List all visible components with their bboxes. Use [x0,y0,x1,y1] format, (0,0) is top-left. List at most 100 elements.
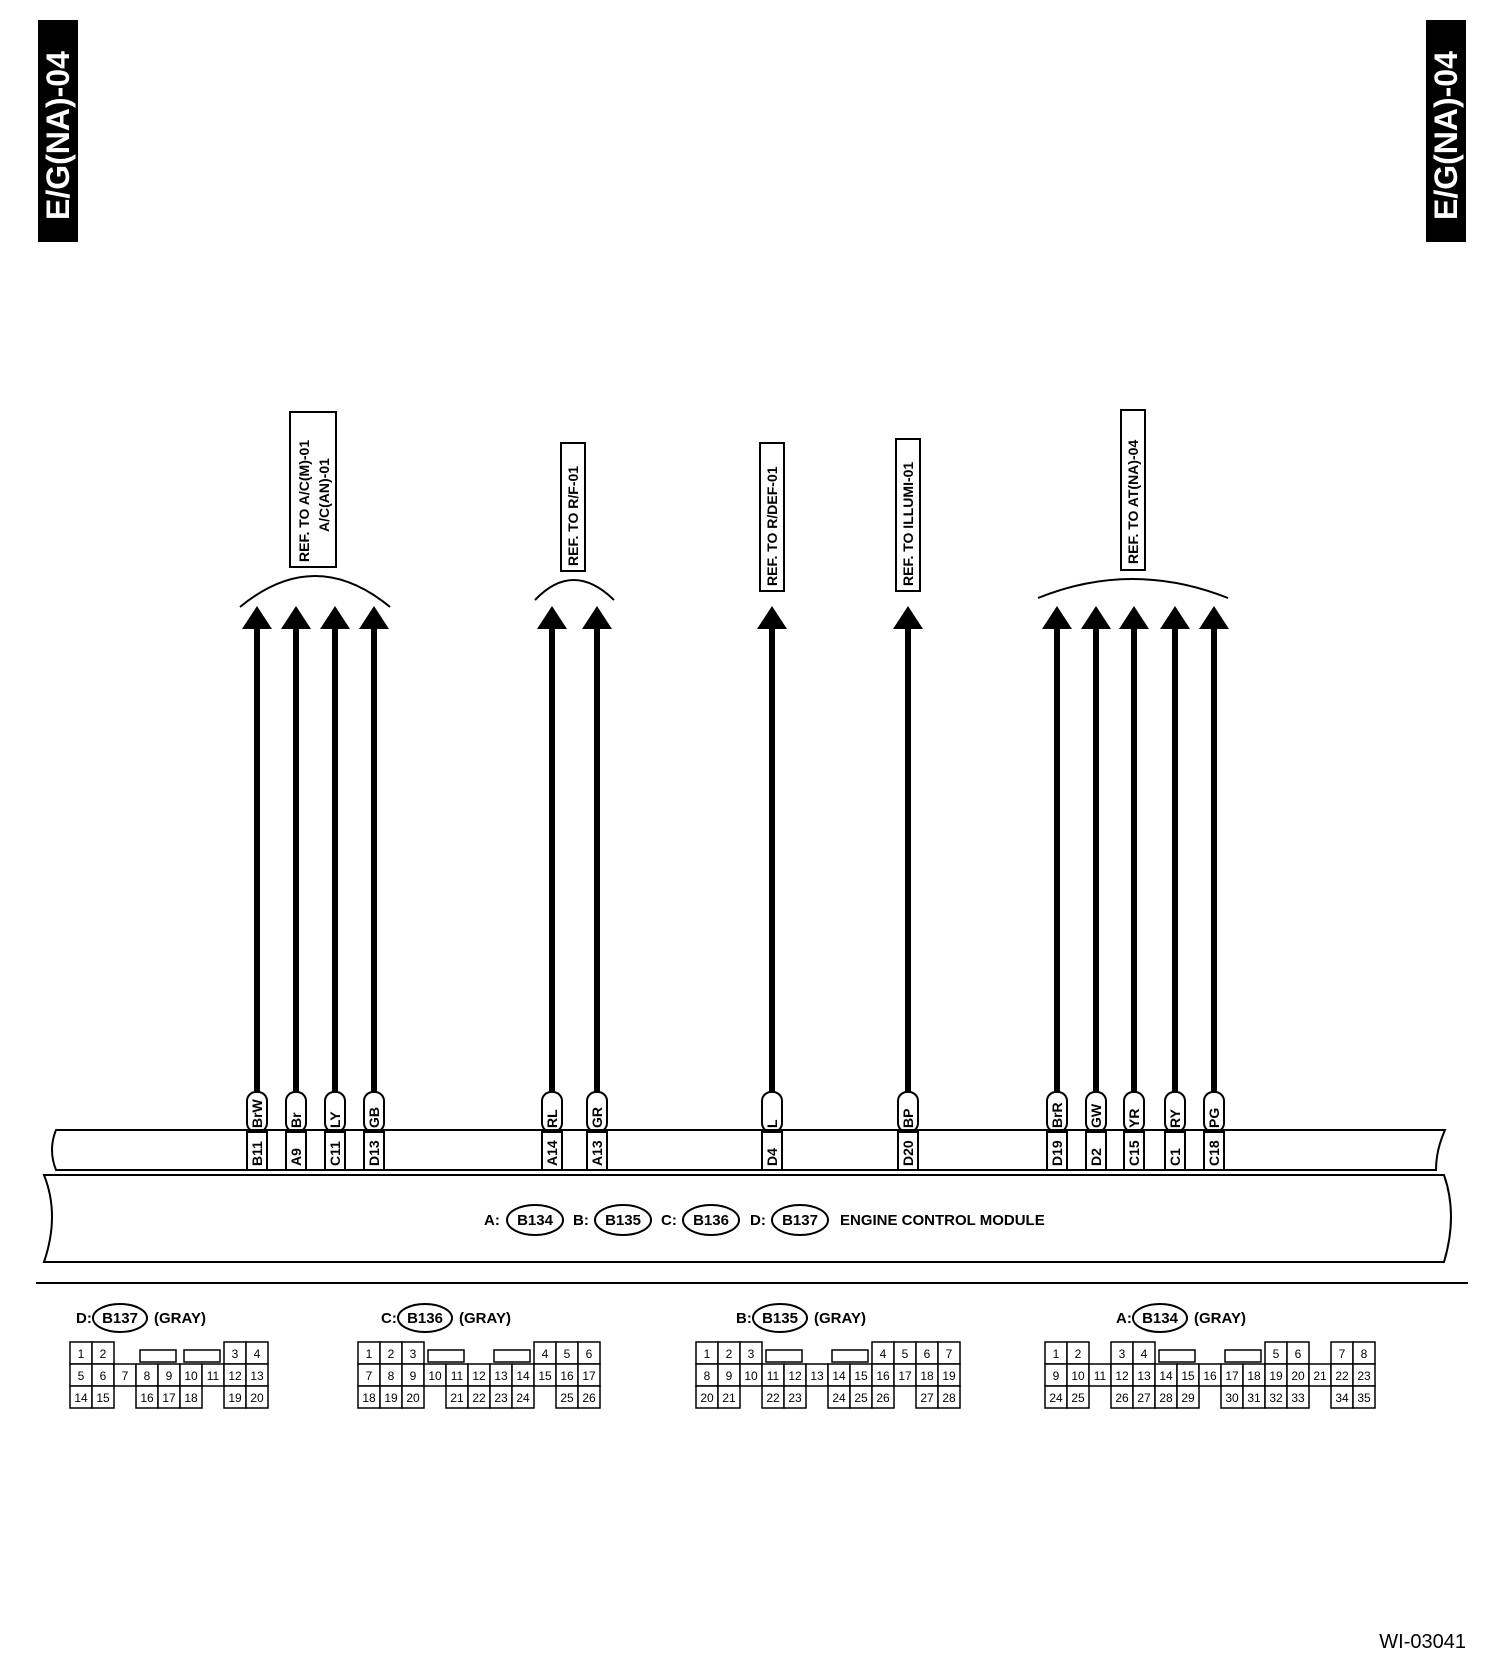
pin-box [363,1131,385,1171]
arrow-head-icon [1160,606,1190,629]
wire-2: Br [281,606,311,1133]
connector-cell-label: 19 [384,1391,398,1405]
connector-cell [91,1385,115,1409]
connector-cell [717,1385,741,1409]
connector-cell-label: 7 [1339,1347,1346,1361]
connector-cell-label: 26 [876,1391,890,1405]
connector-cell-label: 13 [494,1369,508,1383]
connector-cell-label: 4 [1141,1347,1148,1361]
connector-prefix: A: [1116,1310,1132,1327]
connector-cell-label: 19 [1269,1369,1283,1383]
ecm-pin-10: D2 [1085,1131,1107,1171]
arrow-head-icon [320,606,350,629]
connector-cell-label: 13 [250,1369,264,1383]
connector-cell [1286,1385,1310,1409]
pin-box [1046,1131,1068,1171]
ref-ac-line2: A/C(AN)-01 [316,458,332,532]
ecm-b-code: B135 [605,1212,641,1229]
connector-cell-label: 4 [542,1347,549,1361]
connector-cell-label: 5 [1273,1347,1280,1361]
connector-key-tab [1158,1349,1196,1363]
arrow-head-icon [893,606,923,629]
connector-cell-label: 7 [946,1347,953,1361]
connector-cell-label: 16 [876,1369,890,1383]
connector-oval [397,1303,453,1333]
connector-cell-label: 33 [1291,1391,1305,1405]
connector-cell [511,1385,535,1409]
connector-cell-label: 13 [1137,1369,1151,1383]
page-tag-left: E/G(NA)-04 [38,20,78,242]
ref-box-ac: REF. TO A/C(M)-01 A/C(AN)-01 [289,411,337,568]
connector-key-tab [1224,1349,1262,1363]
connector-cell-label: 5 [564,1347,571,1361]
connector-cell-label: 16 [560,1369,574,1383]
arrow-head-icon [582,606,612,629]
pin-label: A9 [288,1148,304,1166]
connector-cell-label: 17 [162,1391,176,1405]
connector-cell-label: 15 [538,1369,552,1383]
connector-cell-label: 4 [880,1347,887,1361]
connector-cell-label: 14 [1159,1369,1173,1383]
pin-box [586,1131,608,1171]
wire-11: YR [1119,606,1149,1133]
connector-cell-label: 28 [942,1391,956,1405]
connector-cell-label: 15 [1181,1369,1195,1383]
connector-cell-label: 1 [704,1347,711,1361]
wire-5: RL [537,606,567,1133]
connector-code: B134 [1142,1310,1179,1327]
arrow-head-icon [359,606,389,629]
pin-box [897,1131,919,1171]
wire-color-label: LY [327,1111,343,1128]
ref-rdef-text: REF. TO R/DEF-01 [764,466,780,586]
connector-cell-label: 16 [140,1391,154,1405]
ecm-pin-11: C15 [1123,1131,1145,1171]
connector-cell-label: 9 [726,1369,733,1383]
pin-label: D4 [764,1148,780,1166]
connector-key-tab [765,1349,803,1363]
connector-key-tab [183,1349,221,1363]
connector-cell [1176,1385,1200,1409]
connector-oval [92,1303,148,1333]
page-tag-left-text: E/G(NA)-04 [40,51,76,220]
connector-cell-label: 23 [788,1391,802,1405]
ecm-d-code: B137 [782,1212,818,1229]
connector-prefix: B: [736,1310,752,1327]
ref-box-rdef: REF. TO R/DEF-01 [759,442,785,592]
arrow-head-icon [1199,606,1229,629]
connector-cell-label: 22 [1335,1369,1349,1383]
ref-at-text: REF. TO AT(NA)-04 [1125,440,1141,564]
connector-cell-label: 2 [726,1347,733,1361]
connector-cell-label: 1 [366,1347,373,1361]
pin-label: C18 [1206,1140,1222,1166]
connector-code: B135 [762,1310,798,1327]
footer-code: WI-03041 [1379,1631,1466,1653]
connector-cell-label: 3 [1119,1347,1126,1361]
pin-box [246,1131,268,1171]
pin-label: A13 [589,1140,605,1166]
ecm-pin-2: A9 [285,1131,307,1171]
connector-color: (GRAY) [154,1310,206,1327]
wire-color-label: BP [900,1109,916,1128]
connector-cell [871,1385,895,1409]
ecm-pin-12: C1 [1164,1131,1186,1171]
connector-cell-label: 21 [450,1391,464,1405]
connector-prefix: D: [76,1310,92,1327]
connector-key-tab [139,1349,177,1363]
connector-cell-label: 20 [700,1391,714,1405]
ecm-c-prefix: C: [661,1212,677,1229]
connector-cell-label: 32 [1269,1391,1283,1405]
connector-cell-label: 6 [100,1369,107,1383]
ecm-a-prefix: A: [484,1212,500,1229]
connector-cell-label: 31 [1247,1391,1261,1405]
connector-cell-label: 6 [586,1347,593,1361]
ecm-pin-4: D13 [363,1131,385,1171]
wire-color-label: GB [366,1107,382,1128]
connector-cell-label: 19 [942,1369,956,1383]
connector-cell-label: 24 [1049,1391,1063,1405]
connector-cell-label: 1 [1053,1347,1060,1361]
connector-cell [401,1385,425,1409]
connector-oval [752,1303,808,1333]
